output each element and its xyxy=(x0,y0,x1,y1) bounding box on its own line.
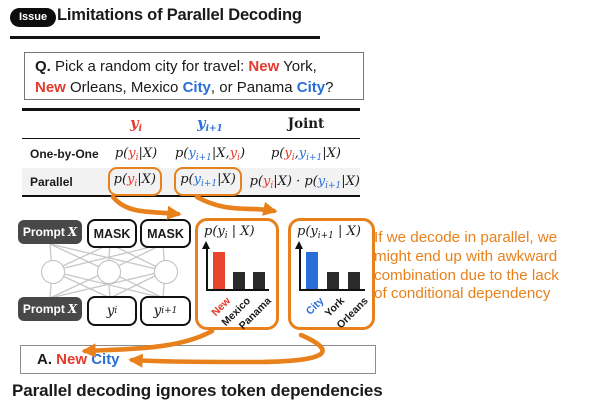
row-one-by-one: One-by-One p(yi|X) p(yi+1|X,yi) p(yi,yi+… xyxy=(22,139,360,168)
slide-caption: Parallel decoding ignores token dependen… xyxy=(12,381,383,400)
x-axis xyxy=(206,289,269,292)
table-top-border xyxy=(22,108,360,111)
hidden-node-circle xyxy=(154,260,178,284)
row-parallel: Parallel p(yi|X) p(yi+1|X) p(yi|X) · p(y… xyxy=(22,167,360,196)
note-line: combination due to the lack xyxy=(374,266,559,284)
answer-city: City xyxy=(91,351,120,368)
mask-token-box: MASK xyxy=(140,219,191,248)
distribution-chart-yi: p(yi | X) New Mexico Panama xyxy=(195,218,279,332)
bar-york xyxy=(327,272,339,289)
table-bottom-border xyxy=(22,195,360,197)
question-prefix: Q. xyxy=(35,58,51,75)
highlight-city: City xyxy=(182,78,211,96)
question-text: , or Panama xyxy=(210,78,297,96)
highlight-city: City xyxy=(296,78,326,96)
note-line: might end up with awkward xyxy=(374,247,558,265)
highlight-box-p-yi: p(yi|X) xyxy=(107,167,163,196)
bar-city xyxy=(306,252,318,289)
x-tick-label: City xyxy=(303,295,327,318)
x-axis xyxy=(299,289,365,292)
question-text: York, xyxy=(279,58,317,75)
page-title: Limitations of Parallel Decoding xyxy=(57,6,302,24)
mask-token-box: MASK xyxy=(87,219,137,248)
table-header-row: yi yi+1 Joint xyxy=(22,111,360,138)
bar-orleans xyxy=(348,272,360,289)
highlight-new: New xyxy=(35,78,66,96)
x-variable: X xyxy=(67,302,78,316)
x-variable: X xyxy=(67,225,78,239)
y-axis-arrow xyxy=(202,241,211,249)
annotation-note: If we decode in parallel, we might end u… xyxy=(374,229,600,304)
question-box: Q. Pick a random city for travel: New Yo… xyxy=(24,52,364,100)
arrow-to-chart-yi1 xyxy=(194,194,278,216)
answer-new: New xyxy=(56,351,88,368)
hidden-node-circle xyxy=(97,260,121,284)
question-text: ? xyxy=(325,78,334,96)
chart-title: p(yi+1 | X) xyxy=(297,224,361,241)
question-text: Orleans, Mexico xyxy=(65,78,183,96)
y-axis xyxy=(299,248,301,290)
col-header-yi: yi xyxy=(130,114,142,134)
col-header-yi1: yi+1 xyxy=(197,114,223,134)
note-line: of conditional dependency xyxy=(374,285,551,303)
bar-new xyxy=(213,252,225,289)
expr-p-yi-given-x: p(yi|X) xyxy=(114,146,158,163)
probability-table: yi yi+1 Joint One-by-One p(yi|X) p(yi+1|… xyxy=(22,108,360,197)
issue-badge: Issue xyxy=(10,8,57,27)
chart-title: p(yi | X) xyxy=(204,224,255,241)
expr-product: p(yi|X) · p(yi+1|X) xyxy=(249,174,360,191)
answer-prefix: A. xyxy=(37,351,52,368)
expr-p-yi-yi1-given-x: p(yi,yi+1|X) xyxy=(270,146,342,163)
y-axis xyxy=(206,248,208,290)
question-text: Pick a random city for travel: xyxy=(50,58,249,75)
highlight-box-p-yi1: p(yi+1|X) xyxy=(174,167,242,196)
y-axis-arrow xyxy=(295,241,304,249)
highlight-new: New xyxy=(248,58,280,75)
expr-p-yi1-given-x-yi: p(yi+1|X,yi) xyxy=(174,146,246,163)
bar-panama xyxy=(253,272,265,289)
hidden-node-circle xyxy=(41,260,65,284)
title-divider xyxy=(10,36,320,39)
row-label: One-by-One xyxy=(30,146,99,161)
table-header-divider xyxy=(22,137,360,139)
note-line: If we decode in parallel, we xyxy=(374,229,558,246)
col-header-joint: Joint xyxy=(287,116,325,132)
bar-mexico xyxy=(233,272,245,289)
arrow-to-chart-yi xyxy=(110,194,182,220)
row-label: Parallel xyxy=(30,174,73,189)
answer-box: A. New City xyxy=(20,345,376,374)
distribution-chart-yi1: p(yi+1 | X) City York Orleans xyxy=(288,218,375,331)
